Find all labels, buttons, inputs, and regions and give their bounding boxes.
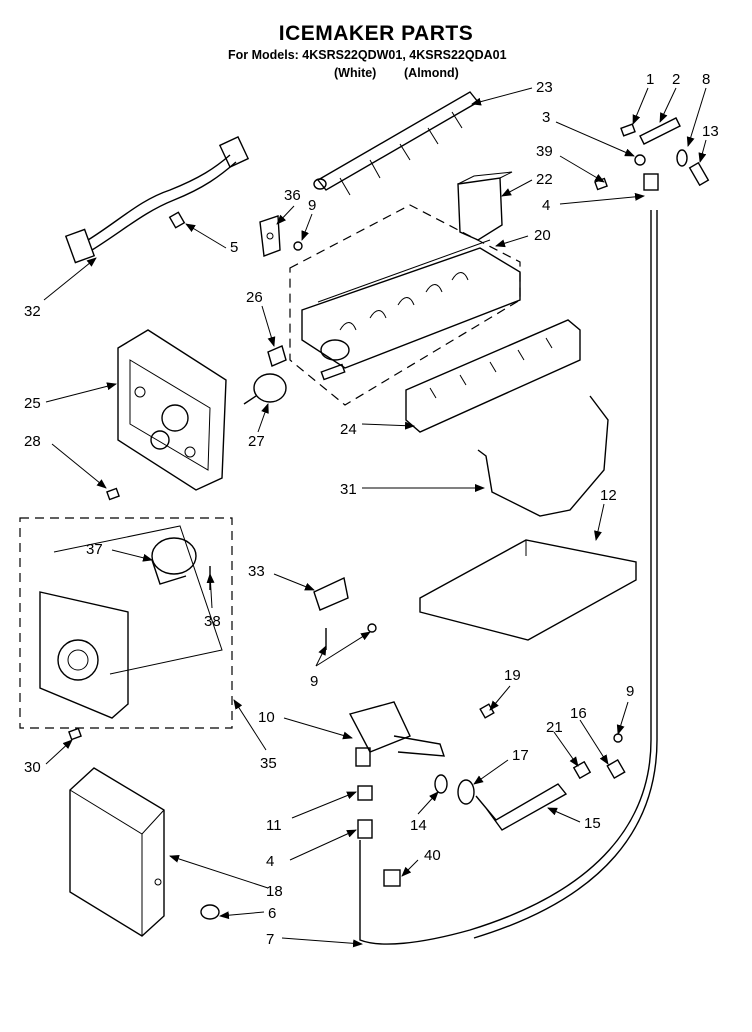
models-line: For Models: 4KSRS22QDW01, 4KSRS22QDA01 [228, 48, 507, 62]
callout-9a: 9 [308, 197, 316, 214]
callout-16: 16 [570, 705, 587, 722]
screw-28-drawing [106, 487, 120, 501]
callout-35: 35 [260, 755, 277, 772]
motor-plate-outline [53, 525, 223, 675]
screw-19-drawing [479, 703, 495, 719]
callout-24: 24 [340, 421, 357, 438]
callout-30: 30 [24, 759, 41, 776]
control-housing-drawing [117, 329, 227, 491]
screw-30-drawing [68, 727, 82, 741]
shutoff-arm-drawing [477, 395, 609, 517]
callout-3: 3 [542, 109, 550, 126]
wire-harness-drawing [64, 135, 250, 264]
fill-cup-drawing [457, 171, 513, 241]
callout-9c: 9 [626, 683, 634, 700]
mold-drawing [301, 239, 521, 381]
grommet-17-drawing [457, 779, 568, 831]
leader-lines [43, 87, 707, 948]
callout-2: 2 [672, 71, 680, 88]
callout-32: 32 [24, 303, 41, 320]
nut-11-drawing [357, 785, 373, 801]
callout-8: 8 [702, 71, 710, 88]
callout-38: 38 [204, 613, 221, 630]
cover-33-drawing [313, 576, 349, 611]
variant-white: (White) [334, 66, 377, 80]
coupling-27-drawing [243, 373, 287, 405]
mold-assembly-outline [289, 204, 521, 406]
water-valve-drawing [348, 701, 446, 767]
part-16-drawing [606, 758, 626, 780]
callout-31: 31 [340, 481, 357, 498]
motor-37-drawing [151, 537, 197, 585]
callout-25: 25 [24, 395, 41, 412]
screw-9c-drawing [367, 623, 377, 633]
callout-14: 14 [410, 817, 427, 834]
bracket-36-drawing [259, 215, 281, 257]
plug-6-drawing [200, 904, 220, 920]
callout-11: 11 [266, 817, 282, 834]
callout-22: 22 [536, 171, 553, 188]
callout-37: 37 [86, 541, 103, 558]
variant-almond: (Almond) [404, 66, 459, 80]
callout-4a: 4 [542, 197, 550, 214]
part-21-drawing [572, 760, 592, 780]
callout-5: 5 [230, 239, 238, 256]
callout-20: 20 [534, 227, 551, 244]
callout-19: 19 [504, 667, 521, 684]
callout-9b: 9 [310, 673, 318, 690]
stripper-drawing [405, 319, 581, 433]
callout-10: 10 [258, 709, 275, 726]
callout-26: 26 [246, 289, 263, 306]
callout-13: 13 [702, 123, 719, 140]
nut-40-drawing [383, 869, 401, 887]
fill-tube-outer-drawing [473, 210, 658, 939]
insert-4b-drawing [357, 819, 373, 839]
icemaker-cover-drawing [69, 767, 165, 937]
callout-18: 18 [266, 883, 283, 900]
page-title: ICEMAKER PARTS [278, 22, 474, 45]
callout-23: 23 [536, 79, 553, 96]
heater-drawing [419, 539, 637, 641]
callout-1: 1 [646, 71, 654, 88]
motor-plate-drawing [39, 591, 129, 719]
washer-14-drawing [434, 774, 448, 794]
callout-36: 36 [284, 187, 301, 204]
callout-6: 6 [268, 905, 276, 922]
screw-9d-drawing [613, 733, 623, 743]
callout-12: 12 [600, 487, 617, 504]
callout-39: 39 [536, 143, 553, 160]
callout-27: 27 [248, 433, 265, 450]
clip-26-drawing [267, 345, 287, 367]
callout-40: 40 [424, 847, 441, 864]
callout-labels: 1 2 8 13 3 39 4 22 23 20 36 9 5 32 26 25… [24, 71, 719, 948]
callout-4b: 4 [266, 853, 274, 870]
fill-tube-drawing [359, 210, 652, 945]
callout-33: 33 [248, 563, 265, 580]
callout-28: 28 [24, 433, 41, 450]
callout-21: 21 [546, 719, 563, 736]
callout-15: 15 [584, 815, 601, 832]
screw-5-drawing [168, 211, 186, 229]
inlet-fittings-drawing [594, 117, 710, 191]
callout-7: 7 [266, 931, 274, 948]
callout-17: 17 [512, 747, 529, 764]
ejector-drawing [313, 91, 480, 196]
screw-9-drawing [293, 241, 303, 251]
motor-assembly-outline [19, 517, 233, 729]
